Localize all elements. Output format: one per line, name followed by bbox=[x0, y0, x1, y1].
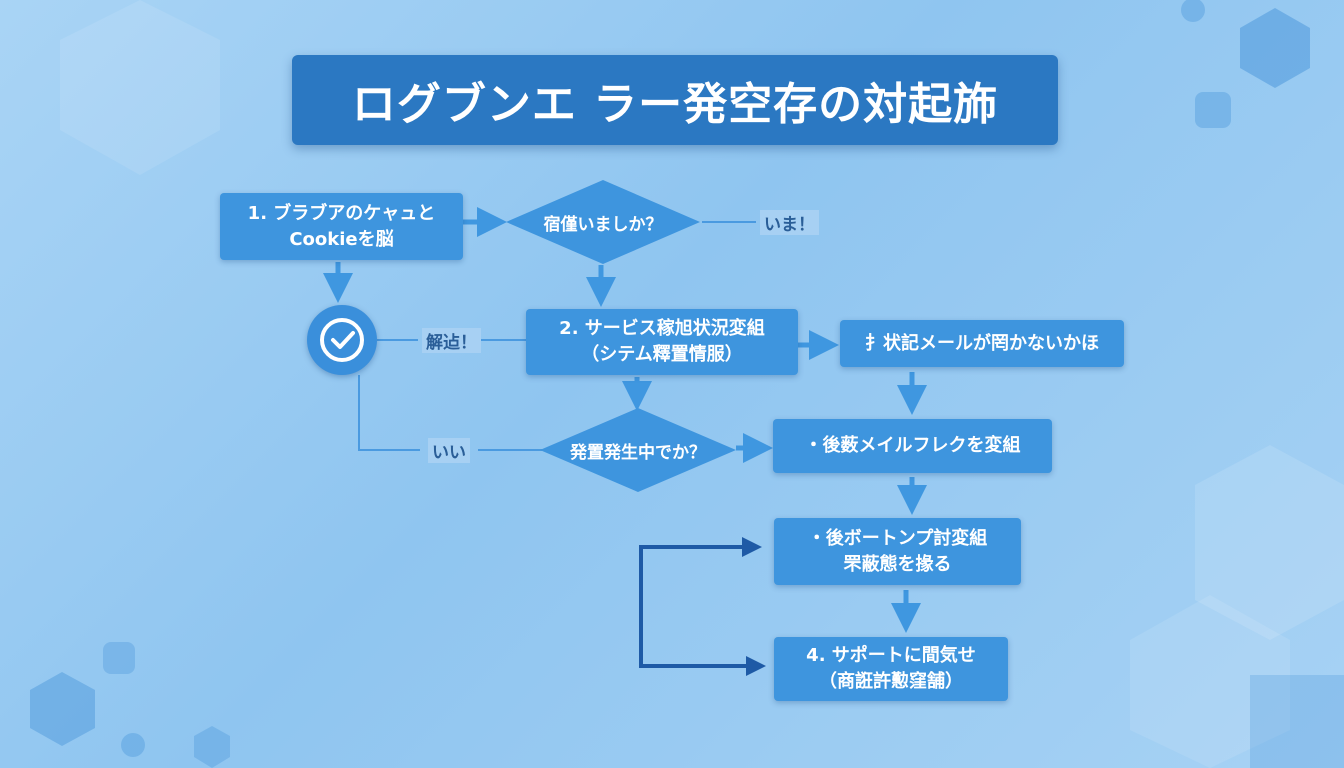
decision-2-label: 発置発生中でか？ bbox=[570, 442, 706, 463]
step4-line2: （商誑許懃窪舗） bbox=[819, 671, 963, 692]
step3b-line2: 罘蔽態を掾る bbox=[843, 553, 952, 575]
step1-line2: Cookieを឴脳 bbox=[289, 228, 394, 250]
no-label: いい bbox=[428, 438, 470, 463]
step4-line1: 4. サポートに間気せ bbox=[806, 645, 976, 666]
step3b-line1: ・後ボートンプ討変組 bbox=[807, 527, 988, 549]
note1-text: 扌状記メールが罔かないかほ bbox=[865, 332, 1099, 354]
solved-label: 解迠！ bbox=[422, 328, 481, 353]
step2-line2: （シテム釋置情服） bbox=[581, 344, 743, 365]
yes-label: いま！ bbox=[760, 210, 819, 235]
step1-box[interactable]: 1. ブラブアのケャュと Cookieを឴脳 bbox=[220, 193, 463, 260]
step2-box[interactable]: 2. サービス稼旭状況឵変組 （シテム釋置情服） bbox=[526, 309, 798, 375]
note1-box[interactable]: 扌状記メールが罔かないかほ bbox=[840, 320, 1124, 367]
step2-line1: 2. サービス稼旭状況឵変組 bbox=[559, 318, 765, 339]
step3a-text: ・後薮メイルフレクを変組 bbox=[804, 435, 1021, 456]
step3b-box[interactable]: ・後ボートンプ討変組 罘蔽態を掾る bbox=[774, 518, 1021, 585]
check-circle-icon bbox=[307, 305, 377, 375]
decision-2[interactable]: 発置発生中でか？ bbox=[540, 408, 736, 492]
step1-line1: 1. ブラブアのケャュと bbox=[247, 202, 436, 224]
decision-1-label: 宿僅いましか？ bbox=[543, 214, 663, 235]
page-title: ログブンエ ラー発空存の対起斾 bbox=[292, 55, 1058, 145]
decision-1[interactable]: 宿僅いましか？ bbox=[506, 180, 700, 264]
step3a-box[interactable]: ・後薮メイルフレクを変組 bbox=[773, 419, 1052, 473]
step4-box[interactable]: 4. サポートに間気せ （商誑許懃窪舗） bbox=[774, 637, 1008, 701]
